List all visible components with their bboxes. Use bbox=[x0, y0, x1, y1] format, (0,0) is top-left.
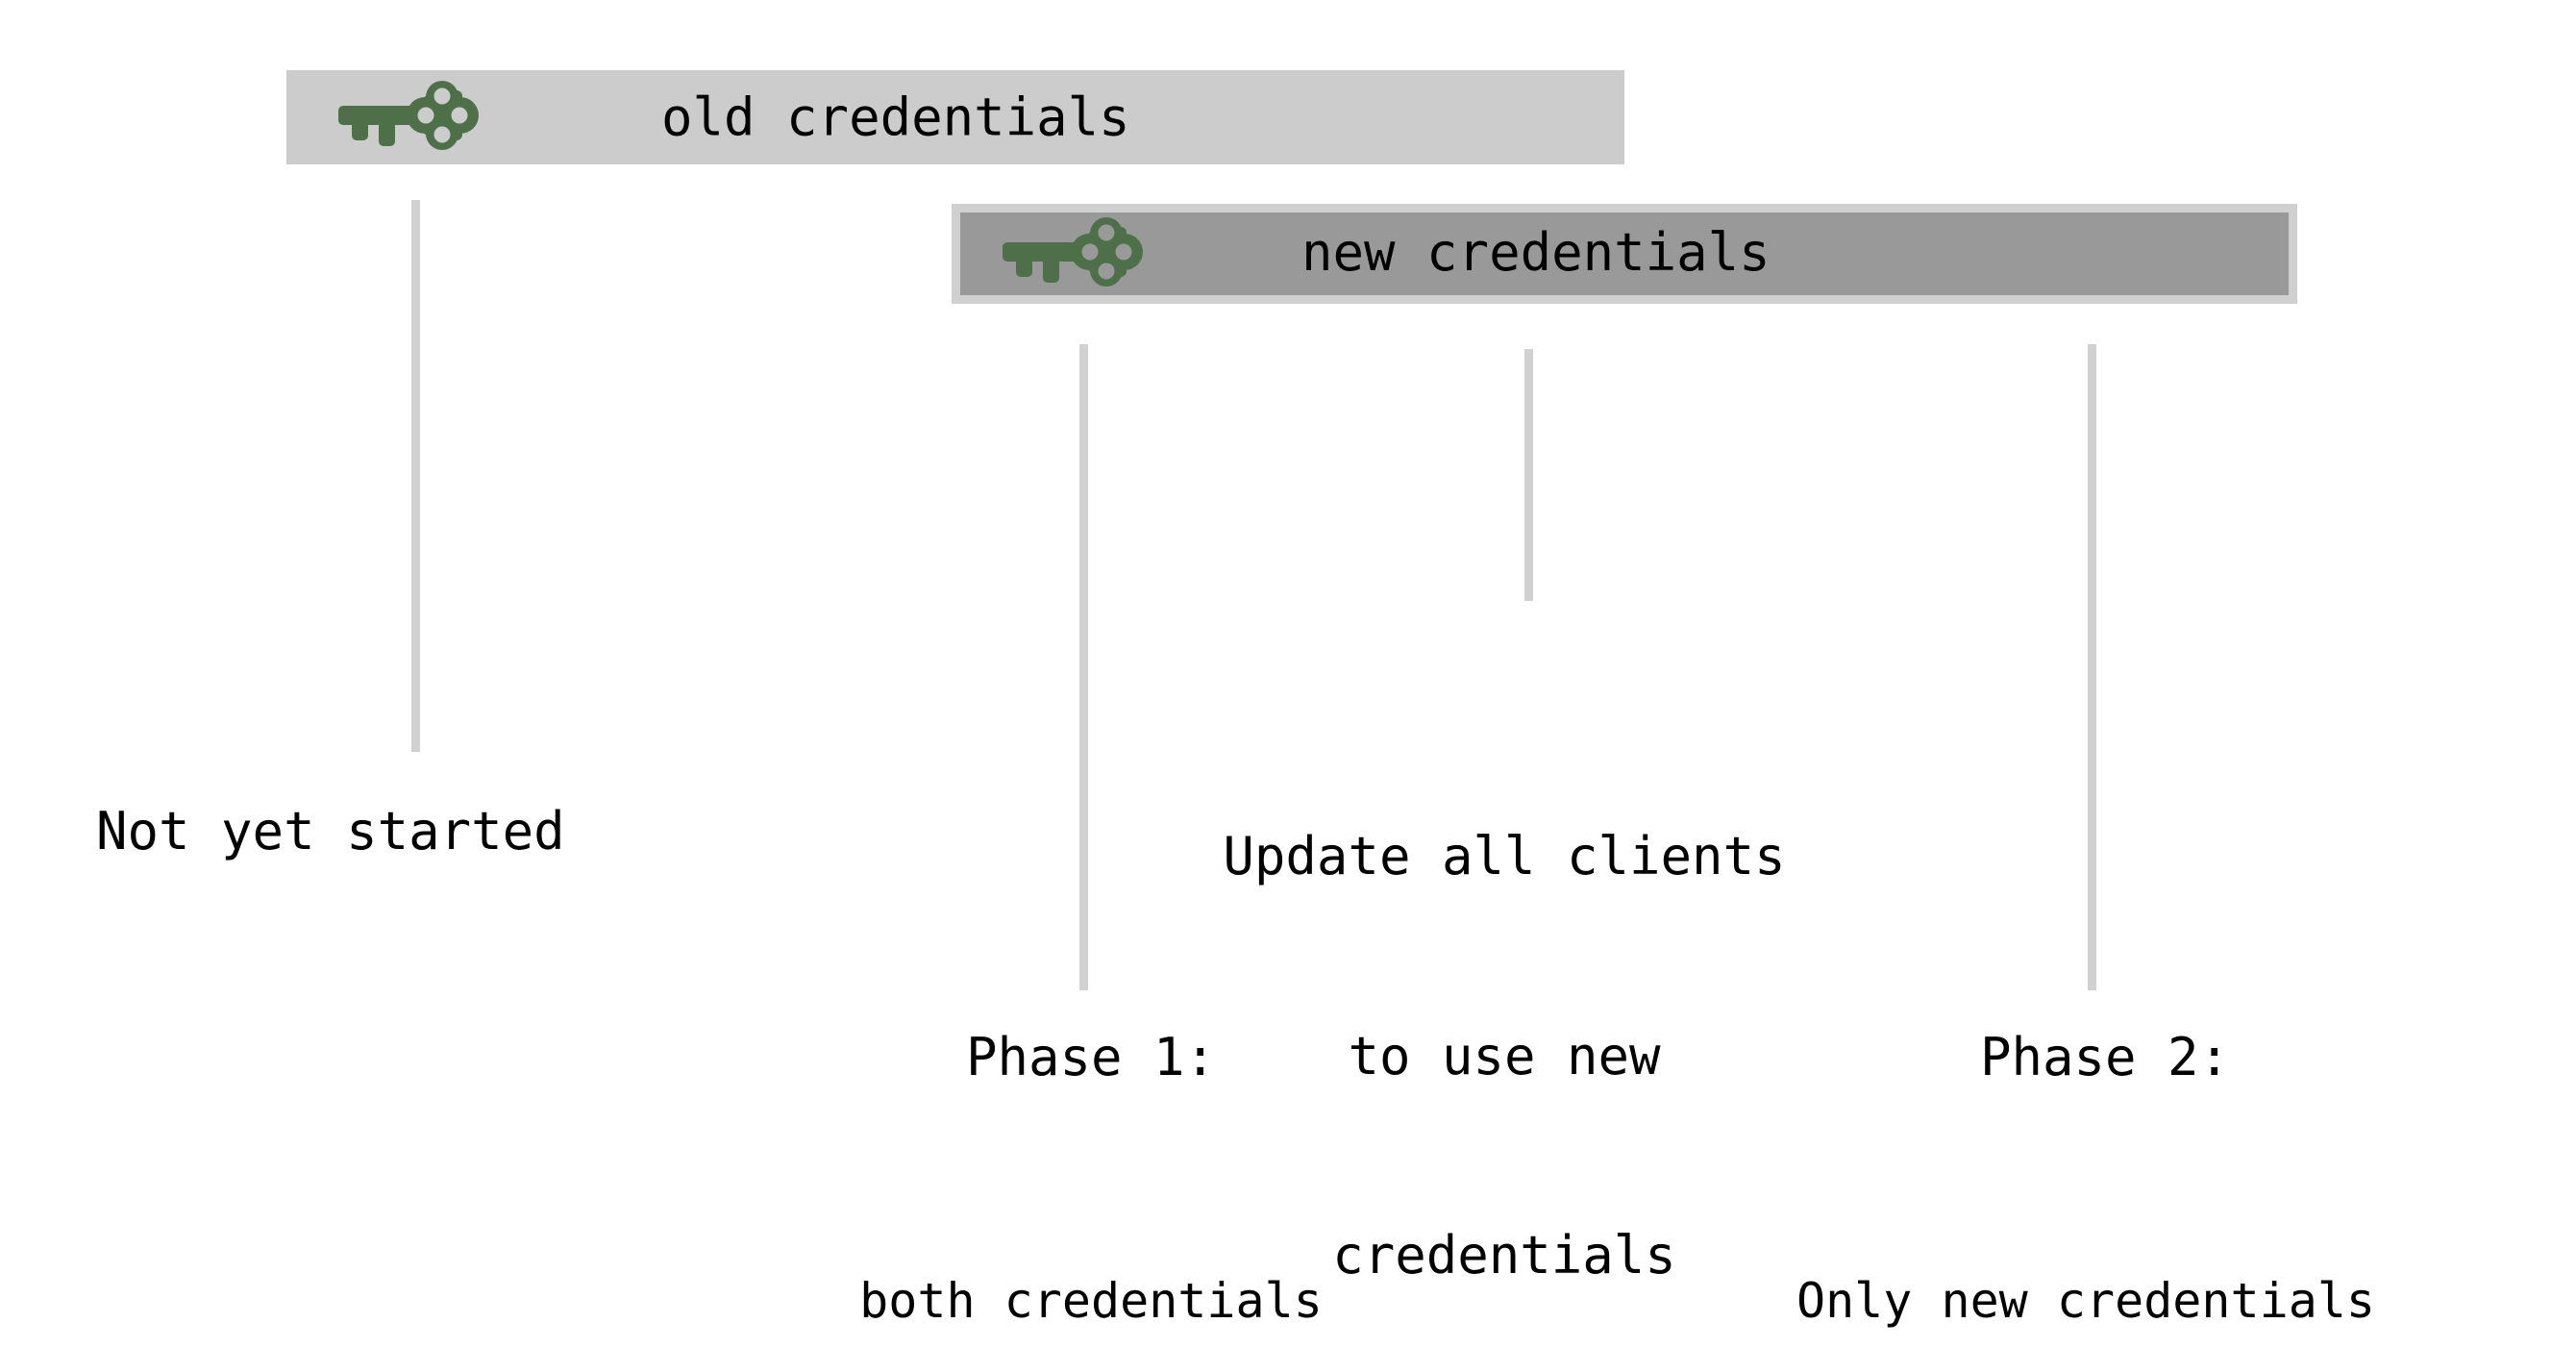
timeline-divider-not-started bbox=[411, 200, 420, 752]
update-line-1: Update all clients bbox=[1223, 826, 1786, 887]
update-line-2: to use new bbox=[1348, 1025, 1661, 1086]
phase-1-title: Phase 1: bbox=[965, 1027, 1217, 1087]
timeline-divider-phase1-start bbox=[1079, 344, 1088, 990]
phase-2-title: Phase 2: bbox=[1979, 1027, 2231, 1087]
key-icon bbox=[1003, 217, 1143, 287]
timeline-divider-update-clients bbox=[1524, 349, 1533, 601]
stage-label-not-yet-started: Not yet started bbox=[96, 801, 565, 861]
phase-1-description: both credentials are valid bbox=[673, 1142, 1509, 1348]
new-credentials-bar: new credentials bbox=[952, 204, 2297, 304]
phase-1-line-1: both credentials bbox=[859, 1273, 1323, 1329]
phase-2-description: Only new credentials are valid bbox=[1634, 1142, 2538, 1348]
timeline-divider-phase2-start bbox=[2088, 344, 2096, 990]
update-line-3: credentials bbox=[1332, 1224, 1676, 1286]
old-credentials-label: old credentials bbox=[661, 87, 1130, 148]
phase-2-line-1: Only new credentials bbox=[1796, 1273, 2376, 1329]
stage-label-update-clients: Update all clients to use new credential… bbox=[1091, 690, 1918, 1348]
new-credentials-label: new credentials bbox=[1301, 222, 1771, 284]
key-icon bbox=[338, 81, 479, 150]
old-credentials-bar: old credentials bbox=[286, 70, 1624, 164]
